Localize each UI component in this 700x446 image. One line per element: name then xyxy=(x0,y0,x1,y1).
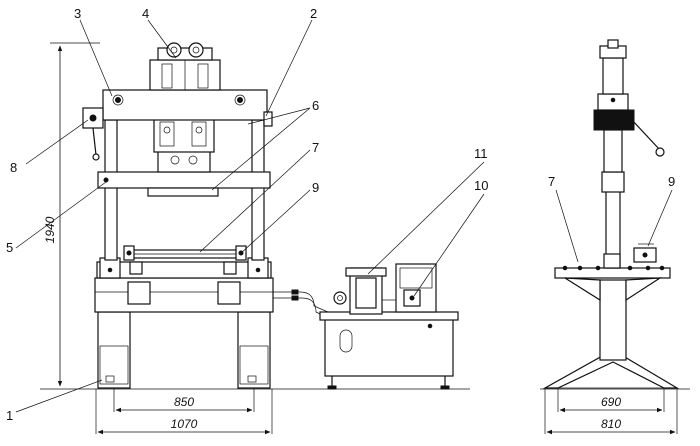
callout-8: 8 xyxy=(10,160,17,175)
press-top-cylinder xyxy=(149,42,221,91)
press-legs xyxy=(97,311,271,389)
callout-side-9: 9 xyxy=(668,174,675,189)
callout-1: 1 xyxy=(6,408,13,423)
dim-height: 1940 xyxy=(43,216,57,243)
dim-inner-width: 850 xyxy=(174,395,194,409)
press-slide xyxy=(97,149,271,197)
callout-side-7: 7 xyxy=(548,174,555,189)
dim-side-outer-width: 810 xyxy=(601,417,621,431)
callout-2: 2 xyxy=(310,6,317,21)
callout-5: 5 xyxy=(6,240,13,255)
callout-leaders xyxy=(15,19,673,413)
callout-7: 7 xyxy=(312,140,319,155)
hydraulic-power-unit xyxy=(319,263,459,390)
callout-4: 4 xyxy=(142,6,149,21)
press-control-lever xyxy=(82,107,104,161)
callout-3: 3 xyxy=(74,6,81,21)
callout-6: 6 xyxy=(312,98,319,113)
dim-side-inner-width: 690 xyxy=(601,395,621,409)
callout-9: 9 xyxy=(312,180,319,195)
press-crossbeam xyxy=(102,89,273,127)
press-columns xyxy=(104,119,265,261)
press-base xyxy=(94,257,274,313)
callout-10: 10 xyxy=(474,178,488,193)
dim-outer-width: 1070 xyxy=(171,417,198,431)
press-ram xyxy=(153,117,215,153)
callout-11: 11 xyxy=(474,146,488,161)
press-side-view xyxy=(542,39,680,389)
hydraulic-hoses xyxy=(273,289,329,319)
